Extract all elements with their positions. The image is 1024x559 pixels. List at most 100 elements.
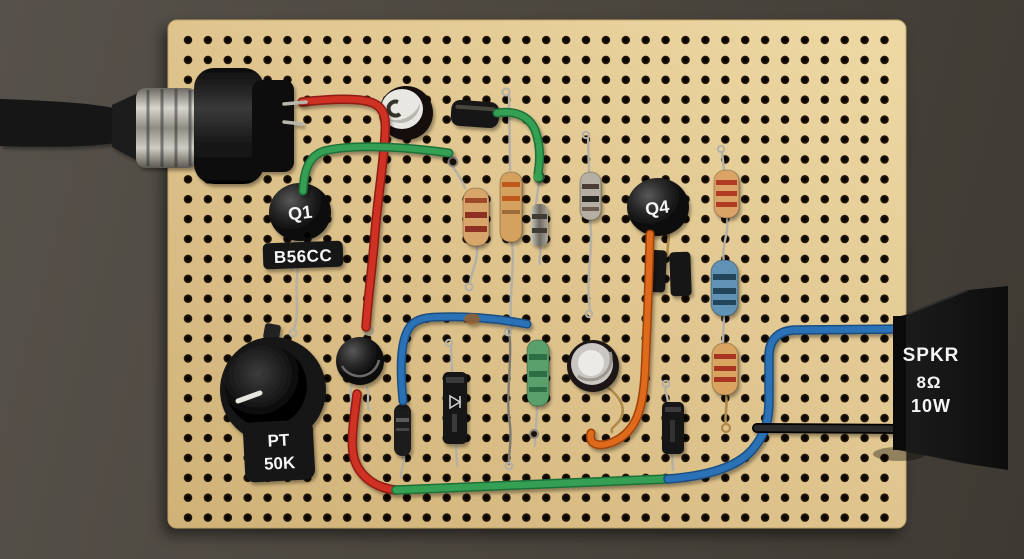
- perfboard-hole: [382, 35, 392, 45]
- plug-pin: [282, 100, 308, 106]
- perfboard-hole: [382, 75, 392, 85]
- perfboard-hole: [840, 314, 849, 323]
- perfboard-hole: [601, 254, 611, 264]
- perfboard-hole: [382, 413, 392, 423]
- perfboard-hole: [522, 254, 531, 264]
- perfboard-hole: [760, 234, 770, 244]
- transistor-q1: Q1: [269, 183, 331, 241]
- lead-hook: [288, 328, 298, 338]
- perfboard-hole: [840, 354, 849, 363]
- perfboard-hole: [641, 155, 650, 164]
- perfboard-hole: [601, 175, 611, 184]
- perfboard-hole: [442, 274, 452, 284]
- perfboard-hole: [522, 413, 531, 423]
- perfboard-hole: [342, 194, 352, 204]
- perfboard-hole: [701, 115, 710, 124]
- diode-d1: [394, 404, 411, 456]
- perfboard-hole: [661, 115, 670, 124]
- perfboard-hole: [800, 413, 810, 423]
- perfboard-hole: [641, 433, 650, 443]
- lead-hook: [504, 461, 514, 471]
- perfboard-hole: [183, 294, 193, 304]
- perfboard-hole: [422, 493, 432, 503]
- perfboard-hole: [860, 314, 869, 323]
- perfboard-hole: [880, 374, 889, 383]
- perfboard-hole: [601, 194, 611, 204]
- perfboard-hole: [621, 294, 631, 304]
- perfboard-hole: [780, 453, 790, 463]
- metal-sleeve-band: [532, 228, 547, 233]
- perfboard-hole: [522, 155, 531, 164]
- perfboard-hole: [323, 374, 332, 383]
- transistor-t2: [336, 337, 384, 385]
- speaker-label-line2: 8Ω: [916, 373, 941, 392]
- diode-d2-mark: [452, 414, 457, 432]
- perfboard-hole: [183, 493, 193, 503]
- diode-axial-highlight: [455, 104, 496, 112]
- perfboard-hole: [800, 175, 810, 184]
- perfboard-hole: [382, 314, 392, 323]
- perfboard-hole: [323, 115, 332, 124]
- perfboard-hole: [482, 35, 491, 45]
- perfboard-hole: [462, 55, 471, 65]
- perfboard-hole: [601, 493, 611, 503]
- perfboard-hole: [681, 314, 690, 323]
- perfboard-hole: [263, 55, 272, 65]
- perfboard-hole: [342, 35, 352, 45]
- perfboard-hole: [721, 473, 730, 483]
- resistor-band: [502, 196, 520, 201]
- perfboard-hole: [760, 55, 770, 65]
- perfboard-hole: [482, 155, 491, 164]
- perfboard-hole: [820, 274, 830, 284]
- perfboard-hole: [760, 155, 770, 164]
- metal-sleeve-band: [532, 214, 547, 219]
- perfboard-hole: [701, 493, 710, 503]
- perfboard-hole: [860, 175, 869, 184]
- perfboard-hole: [561, 115, 571, 124]
- perfboard-hole: [243, 55, 252, 65]
- perfboard-hole: [721, 55, 730, 65]
- perfboard-hole: [800, 314, 810, 323]
- resistor-band: [713, 274, 736, 280]
- perfboard-hole: [203, 35, 213, 45]
- perfboard-hole: [740, 115, 750, 124]
- perfboard-hole: [223, 234, 233, 244]
- perfboard-hole: [382, 294, 392, 304]
- perfboard-hole: [442, 135, 452, 144]
- perfboard-hole: [342, 294, 352, 304]
- perfboard-hole: [422, 413, 432, 423]
- perfboard-hole: [283, 175, 292, 184]
- perfboard-hole: [820, 393, 830, 403]
- perfboard-hole: [223, 214, 233, 224]
- perfboard-hole: [561, 413, 571, 423]
- diode-d2-band: [446, 377, 464, 383]
- perfboard-hole: [223, 294, 233, 304]
- perfboard-hole: [880, 254, 889, 264]
- transistor-t2-highlight: [340, 359, 381, 378]
- perfboard-hole: [860, 294, 869, 304]
- perfboard-hole: [721, 95, 730, 104]
- perfboard-hole: [323, 55, 332, 65]
- perfboard-hole: [721, 453, 730, 463]
- speaker-body: [893, 286, 1008, 470]
- perfboard-hole: [223, 513, 233, 522]
- capacitor-c2-top: [578, 350, 604, 376]
- tag-b56cc-plate: [262, 240, 344, 270]
- resistor-band: [529, 371, 547, 377]
- perfboard-hole: [362, 214, 372, 224]
- perfboard-hole: [601, 214, 611, 224]
- perfboard-hole: [342, 214, 352, 224]
- perfboard-hole: [581, 75, 591, 85]
- perfboard-hole: [681, 334, 690, 343]
- perfboard-hole: [462, 354, 471, 363]
- perfboard-hole: [740, 473, 750, 483]
- perfboard-hole: [701, 354, 710, 363]
- solder-joint: [464, 313, 480, 325]
- perfboard-hole: [760, 95, 770, 104]
- perfboard-hole: [880, 35, 889, 45]
- perfboard-hole: [840, 513, 849, 522]
- perfboard-hole: [561, 513, 571, 522]
- perfboard-hole: [541, 314, 551, 323]
- perfboard-hole: [681, 294, 690, 304]
